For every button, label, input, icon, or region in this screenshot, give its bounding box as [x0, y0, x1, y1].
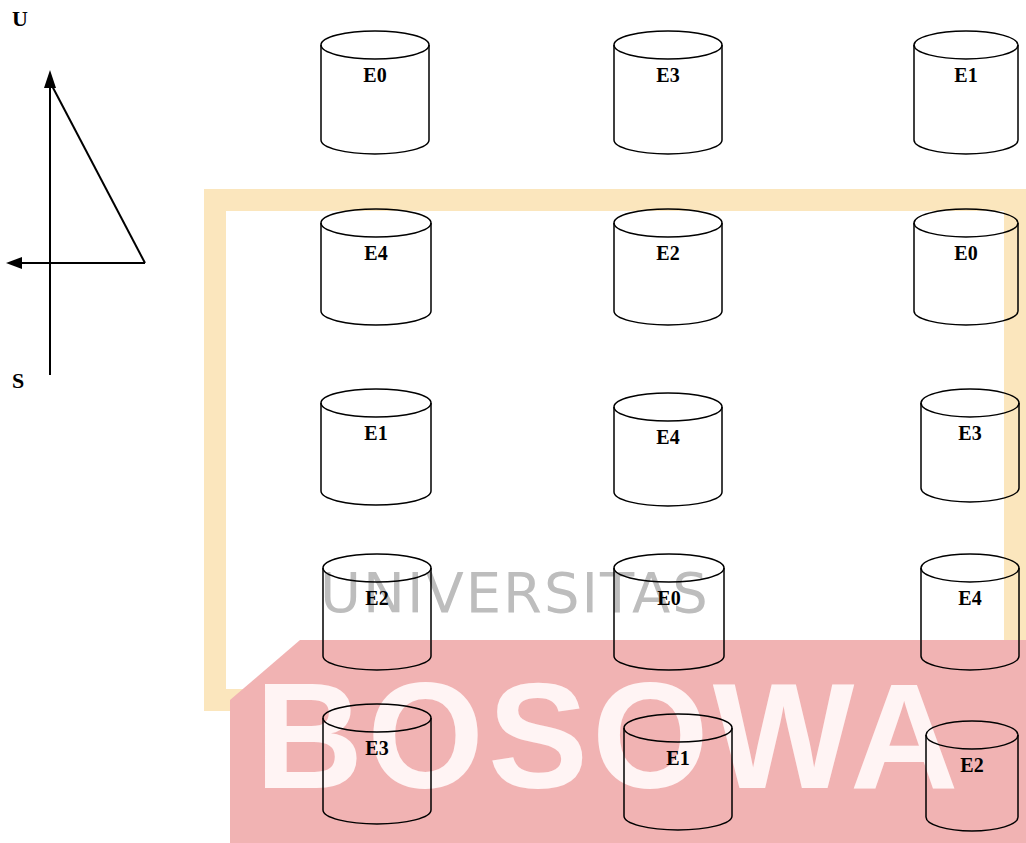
cylinder-node: E0: [913, 208, 1019, 326]
cylinder-label: E2: [656, 242, 679, 265]
compass-letter: S: [12, 368, 24, 394]
arrow-head: [44, 70, 56, 88]
watermark-frame: [215, 200, 1015, 700]
cylinder-outline: [322, 553, 432, 671]
cylinder-node: E0: [320, 30, 430, 155]
cylinder-label: E2: [365, 587, 388, 610]
compass-letter: U: [12, 6, 28, 32]
cylinder-outline: [320, 208, 432, 326]
cylinder-node: E2: [613, 208, 723, 326]
cylinder-outline: [320, 30, 430, 155]
cylinder-label: E4: [364, 242, 387, 265]
north-arrow: [18, 82, 145, 375]
arrow-head: [6, 257, 22, 269]
cylinder-outline: [913, 30, 1019, 155]
cylinder-node: E2: [322, 553, 432, 671]
cylinder-node: E3: [920, 388, 1020, 503]
cylinder-node: E1: [623, 713, 733, 831]
cylinder-label: E0: [657, 587, 680, 610]
cylinder-outline: [613, 553, 725, 671]
cylinder-label: E0: [363, 64, 386, 87]
cylinder-label: E1: [954, 64, 977, 87]
cylinder-label: E3: [656, 64, 679, 87]
cylinder-label: E0: [954, 242, 977, 265]
cylinder-node: E3: [322, 703, 432, 825]
cylinder-label: E1: [666, 747, 689, 770]
cylinder-outline: [920, 553, 1020, 671]
cylinder-label: E4: [958, 587, 981, 610]
cylinder-outline: [613, 30, 723, 155]
cylinder-node: E3: [613, 30, 723, 155]
watermark-text: BOSOWA: [255, 650, 962, 823]
cylinder-outline: [913, 208, 1019, 326]
cylinder-outline: [920, 388, 1020, 503]
cylinder-outline: [320, 388, 432, 506]
cylinder-label: E1: [364, 422, 387, 445]
cylinder-outline: [322, 703, 432, 825]
cylinder-label: E3: [958, 422, 981, 445]
cylinder-node: E0: [613, 553, 725, 671]
cylinder-node: E2: [925, 720, 1019, 832]
cylinder-node: E4: [920, 553, 1020, 671]
cylinder-label: E3: [365, 737, 388, 760]
cylinder-outline: [613, 208, 723, 326]
cylinder-outline: [613, 392, 723, 507]
cylinder-node: E1: [320, 388, 432, 506]
watermark-banner: [230, 640, 1026, 843]
cylinder-node: E1: [913, 30, 1019, 155]
cylinder-outline: [623, 713, 733, 831]
cylinder-node: E4: [613, 392, 723, 507]
cylinder-node: E4: [320, 208, 432, 326]
cylinder-label: E2: [960, 754, 983, 777]
cylinder-label: E4: [656, 426, 679, 449]
